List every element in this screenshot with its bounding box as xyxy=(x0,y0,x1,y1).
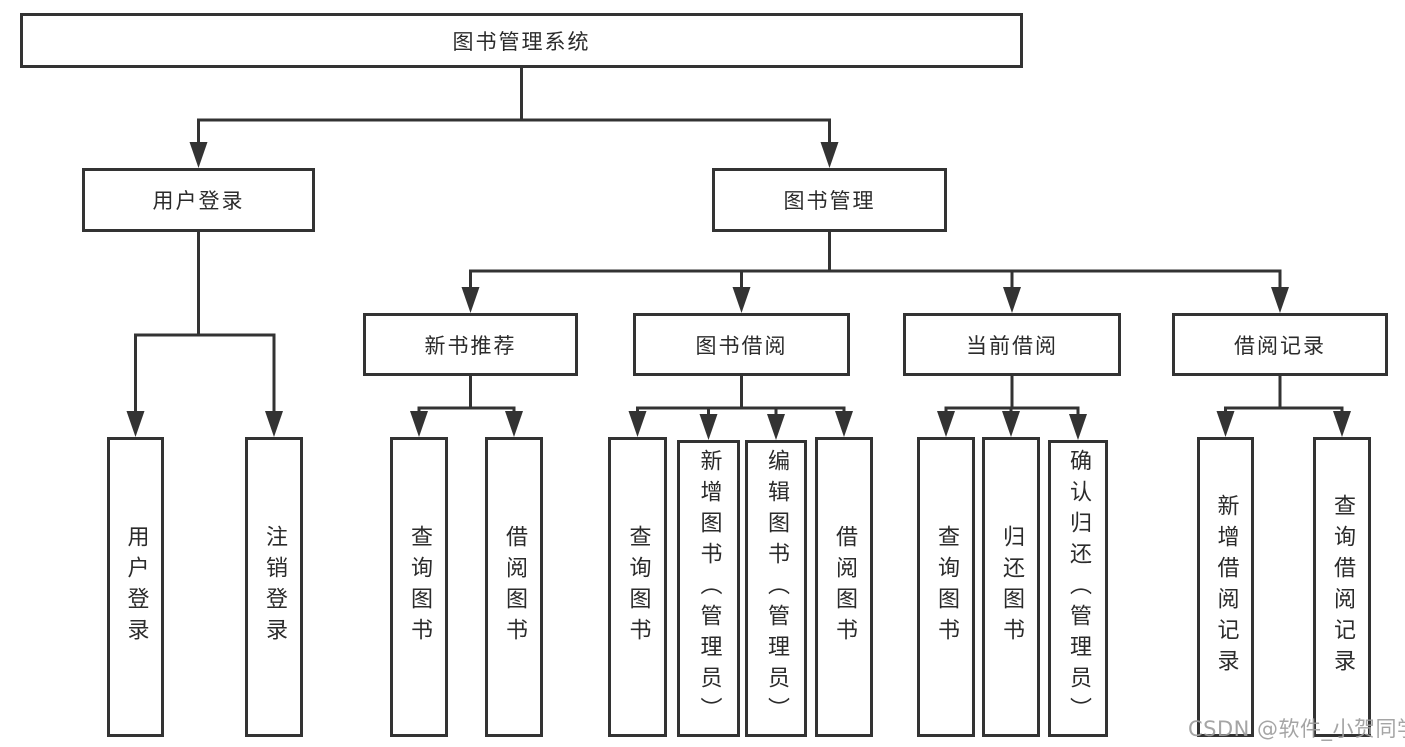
node-leaf-confirm-return-admin: 确认归还（管理员） xyxy=(1048,440,1108,737)
node-root: 图书管理系统 xyxy=(20,13,1023,68)
node-leaf-return-books: 归还图书 xyxy=(982,437,1040,737)
node-label: 查询借阅记录 xyxy=(1330,494,1355,680)
node-leaf-add-books-admin: 新增图书（管理员） xyxy=(677,440,740,737)
node-label: 用户登录 xyxy=(152,189,245,213)
node-label: 确认归还（管理员） xyxy=(1066,449,1091,728)
node-label: 借阅图书 xyxy=(502,525,527,649)
node-leaf-query-books-recommend: 查询图书 xyxy=(390,437,448,737)
node-label: 注销登录 xyxy=(262,525,287,649)
node-label: 借阅图书 xyxy=(832,525,857,649)
node-leaf-edit-books-admin: 编辑图书（管理员） xyxy=(745,440,807,737)
node-label: 当前借阅 xyxy=(966,333,1058,358)
node-book-management: 图书管理 xyxy=(712,168,947,232)
node-book-borrowing: 图书借阅 xyxy=(633,313,850,376)
node-label: 查询图书 xyxy=(934,525,959,649)
node-label: 用户登录 xyxy=(123,525,149,649)
node-leaf-query-borrow-record: 查询借阅记录 xyxy=(1313,437,1371,737)
node-label: 编辑图书（管理员） xyxy=(764,449,789,728)
node-current-borrowing: 当前借阅 xyxy=(903,313,1121,376)
node-label: 归还图书 xyxy=(999,525,1024,649)
node-new-book-recommend: 新书推荐 xyxy=(363,313,578,376)
node-leaf-borrow-books-borrowing: 借阅图书 xyxy=(815,437,873,737)
node-label: 新增图书（管理员） xyxy=(696,449,722,728)
node-leaf-query-books-current: 查询图书 xyxy=(917,437,975,737)
arrowheads xyxy=(126,142,1351,440)
node-label: 新增借阅记录 xyxy=(1213,494,1239,680)
node-label: 借阅记录 xyxy=(1234,333,1326,358)
node-borrowing-records: 借阅记录 xyxy=(1172,313,1388,376)
node-label: 图书借阅 xyxy=(695,333,788,358)
node-leaf-logout: 注销登录 xyxy=(245,437,303,737)
node-label: 图书管理 xyxy=(783,189,876,213)
node-label: 查询图书 xyxy=(625,525,651,649)
node-user-login: 用户登录 xyxy=(82,168,315,232)
node-leaf-borrow-books-recommend: 借阅图书 xyxy=(485,437,543,737)
node-leaf-add-borrow-record: 新增借阅记录 xyxy=(1197,437,1254,737)
csdn-watermark: CSDN @软件_小贺同学 xyxy=(1188,717,1405,741)
node-label: 查询图书 xyxy=(407,525,432,649)
node-label: 新书推荐 xyxy=(424,333,517,358)
node-leaf-query-books-borrowing: 查询图书 xyxy=(608,437,667,737)
node-leaf-user-login: 用户登录 xyxy=(107,437,164,737)
node-label: 图书管理系统 xyxy=(452,29,591,54)
